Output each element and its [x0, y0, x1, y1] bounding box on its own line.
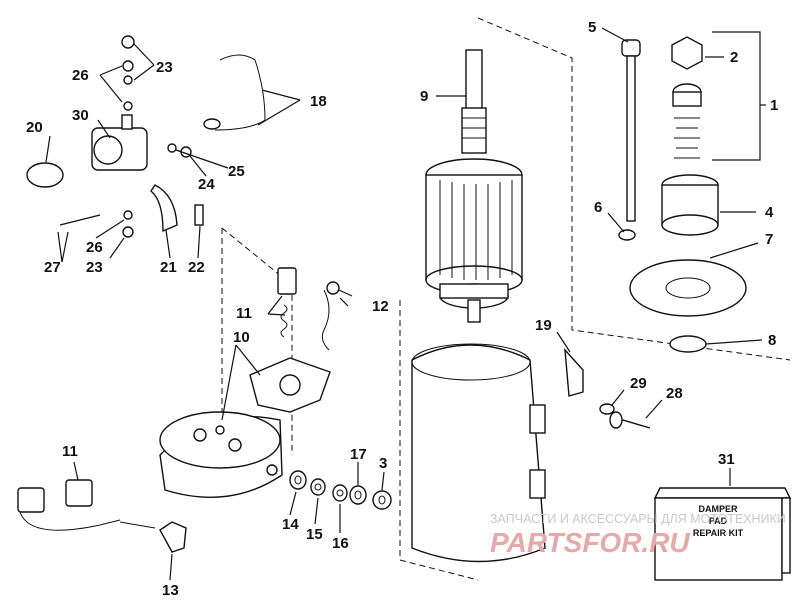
callout-26-upper: 26 [72, 67, 89, 84]
callout-23-lower: 23 [86, 259, 103, 276]
callout-24: 24 [198, 176, 215, 193]
kit-label-line3: REPAIR KIT [693, 528, 744, 538]
callout-23-upper: 23 [156, 59, 173, 76]
callout-25: 25 [228, 163, 245, 180]
callout-20: 20 [26, 119, 43, 136]
callout-2: 2 [730, 49, 738, 66]
end-cap [159, 411, 283, 498]
watermark-caption: ЗАПЧАСТИ И АКСЕССУАРЫ ДЛЯ МОТОТЕХНИКИ [490, 512, 786, 526]
callout-1: 1 [770, 97, 778, 114]
leader-lines [45, 27, 766, 581]
callout-8: 8 [768, 332, 776, 349]
callout-4: 4 [765, 204, 774, 221]
callout-28: 28 [666, 385, 683, 402]
callout-15: 15 [306, 526, 323, 543]
washers-nuts [289, 470, 392, 510]
watermark-brand: PARTSFOR.RU [490, 527, 690, 558]
mounting-bracket [564, 347, 651, 429]
callout-19: 19 [535, 317, 552, 334]
callout-31: 31 [718, 451, 735, 468]
callout-10: 10 [233, 329, 250, 346]
callout-6: 6 [594, 199, 602, 216]
callout-14: 14 [282, 516, 299, 533]
kit-label-line1: DAMPER [698, 504, 738, 514]
callout-13: 13 [162, 582, 179, 599]
callout-21: 21 [160, 259, 177, 276]
callout-11-lower: 11 [62, 443, 78, 460]
callout-5: 5 [588, 19, 596, 36]
callout-16: 16 [332, 535, 349, 552]
armature [425, 49, 523, 323]
kit-label-line2: PAD [709, 516, 728, 526]
callout-labels: 1 2 3 4 5 6 7 8 9 10 11 11 12 13 14 15 1… [26, 19, 778, 599]
drive-assembly [618, 36, 747, 353]
callout-18: 18 [310, 93, 327, 110]
callout-22: 22 [188, 259, 205, 276]
callout-26-lower: 26 [86, 239, 103, 256]
brush-and-spring [277, 267, 353, 351]
callout-9: 9 [420, 88, 428, 105]
callout-12: 12 [372, 298, 389, 315]
lower-brushes [17, 479, 187, 553]
callout-30: 30 [72, 107, 89, 124]
callout-7: 7 [765, 231, 773, 248]
callout-17: 17 [350, 446, 367, 463]
callout-11-upper: 11 [236, 305, 252, 322]
callout-29: 29 [630, 375, 647, 392]
repair-kit-box: DAMPER PAD REPAIR KIT [653, 487, 792, 581]
brush-plate [249, 357, 331, 413]
watermark: ЗАПЧАСТИ И АКСЕССУАРЫ ДЛЯ МОТОТЕХНИКИ PA… [490, 512, 786, 558]
field-frame [411, 343, 546, 563]
callout-3: 3 [379, 455, 387, 472]
callout-27: 27 [44, 259, 61, 276]
solenoid-assembly [26, 35, 266, 238]
